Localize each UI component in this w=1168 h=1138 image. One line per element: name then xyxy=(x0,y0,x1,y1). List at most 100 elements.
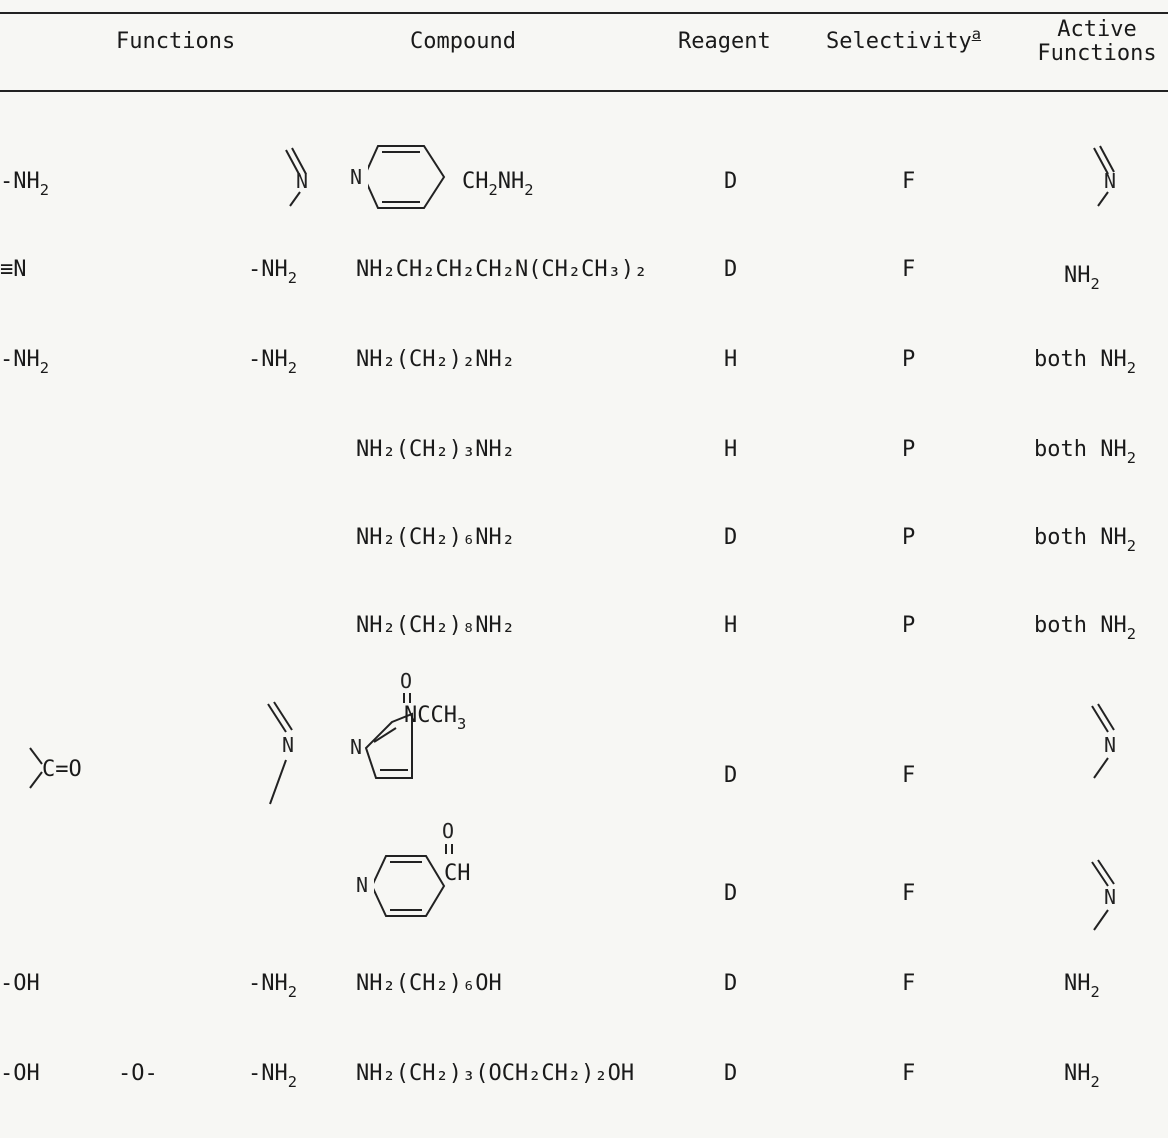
row4-reagent: H xyxy=(724,437,738,462)
row1-active-n: N xyxy=(1104,169,1116,193)
row9-active: NH2 xyxy=(1064,970,1100,1001)
row7-carbonyl-bonds-icon xyxy=(29,747,43,789)
row6-active: both NH2 xyxy=(1034,612,1136,643)
row9-selectivity: F xyxy=(902,971,916,996)
row2-active: NH2 xyxy=(1064,262,1100,293)
row3-func1-sub: 2 xyxy=(39,358,50,377)
row10-func-right-text: -NH xyxy=(248,1061,288,1086)
row2-active-sub: 2 xyxy=(1090,274,1100,293)
row3-active-text: both NH xyxy=(1034,347,1127,372)
row8-reagent: D xyxy=(724,881,738,906)
header-rule xyxy=(0,90,1168,92)
row1-func1-text: -NH xyxy=(0,169,40,194)
row9-func1: -OH xyxy=(0,971,40,996)
row9-active-text: NH xyxy=(1064,971,1091,996)
row7-imine-n: N xyxy=(282,733,294,757)
row8-carbonyl-o: O xyxy=(442,820,454,843)
row6-compound: NH₂(CH₂)₈NH₂ xyxy=(356,613,515,638)
row5-active: both NH2 xyxy=(1034,524,1136,555)
row6-active-text: both NH xyxy=(1034,613,1127,638)
selectivity-footnote-mark: a xyxy=(971,24,981,43)
row5-active-sub: 2 xyxy=(1126,536,1136,555)
row2-compound: NH₂CH₂CH₂CH₂N(CH₂CH₃)₂ xyxy=(356,257,648,282)
row1-func1-sub: 2 xyxy=(39,180,50,199)
header-compound: Compound xyxy=(410,29,516,54)
row2-selectivity: F xyxy=(902,257,916,282)
row10-active-sub: 2 xyxy=(1090,1072,1100,1091)
row7-compound-substituent: NCCH3 xyxy=(404,702,467,733)
row1-ring-n: N xyxy=(350,165,362,189)
row7-carbonyl-o: O xyxy=(400,672,412,693)
row2-func-right: -NH2 xyxy=(248,256,298,287)
row5-reagent: D xyxy=(724,525,738,550)
row6-reagent: H xyxy=(724,613,738,638)
row1-compound-sub2: 2 xyxy=(524,180,534,199)
row3-func-right: -NH2 xyxy=(248,346,298,377)
row8-active-n: N xyxy=(1104,885,1116,909)
row10-reagent: D xyxy=(724,1061,738,1086)
row6-selectivity: P xyxy=(902,613,916,638)
row7-active-imine-icon: N xyxy=(1091,703,1116,779)
row9-func-right: -NH2 xyxy=(248,970,298,1001)
row10-func-right: -NH2 xyxy=(248,1060,297,1090)
row7-compound-sub1: 3 xyxy=(456,714,467,733)
row3-active: both NH2 xyxy=(1034,346,1136,377)
row7-ring-n: N xyxy=(350,735,362,759)
row9-func-right-sub: 2 xyxy=(287,982,298,1001)
row2-func-right-text: -NH xyxy=(248,257,288,282)
row4-compound: NH₂(CH₂)₃NH₂ xyxy=(356,437,515,462)
row1-reagent: D xyxy=(724,169,738,194)
row10-active-text: NH xyxy=(1064,1061,1091,1086)
row9-compound: NH₂(CH₂)₆OH xyxy=(356,971,502,996)
row7-active-n: N xyxy=(1104,733,1116,757)
header-functions: Functions xyxy=(116,29,236,54)
row2-func-right-sub: 2 xyxy=(287,268,298,287)
row7-selectivity: F xyxy=(902,763,916,788)
header-active-line1: Active xyxy=(1057,17,1137,42)
row10-func-mid: -O- xyxy=(118,1061,158,1086)
row6-active-sub: 2 xyxy=(1126,624,1136,643)
row1-selectivity: F xyxy=(902,169,916,194)
row4-active: both NH2 xyxy=(1034,436,1136,466)
row10-func1: -OH xyxy=(0,1061,40,1086)
row10-active: NH2 xyxy=(1064,1060,1100,1091)
top-rule xyxy=(0,12,1168,14)
row1-compound-sub1: 2 xyxy=(488,180,498,199)
row1-imine-symbol-icon: N xyxy=(285,147,308,207)
row3-active-sub: 2 xyxy=(1126,358,1136,377)
row5-active-text: both NH xyxy=(1034,525,1127,550)
row2-func1: ≡N xyxy=(0,257,27,282)
row8-compound-substituent: CH xyxy=(444,861,471,886)
row8-active-imine-icon: N xyxy=(1091,859,1116,931)
header-reagent: Reagent xyxy=(678,29,771,54)
row3-selectivity: P xyxy=(902,347,916,372)
row3-func-right-text: -NH xyxy=(248,347,288,372)
row4-selectivity: P xyxy=(902,437,916,462)
row3-func1: -NH2 xyxy=(0,346,50,377)
row3-compound: NH₂(CH₂)₂NH₂ xyxy=(356,347,515,372)
row9-reagent: D xyxy=(724,971,738,996)
row1-active-imine-icon: N xyxy=(1093,145,1116,207)
row8-selectivity: F xyxy=(902,881,916,906)
header-selectivity-label: Selectivity xyxy=(826,29,972,54)
row2-active-text: NH xyxy=(1064,263,1091,288)
row7-imine-symbol-icon: N xyxy=(267,701,294,805)
header-selectivity: Selectivitya xyxy=(826,26,981,54)
row9-active-sub: 2 xyxy=(1090,982,1100,1001)
row7-compound-text: NCCH xyxy=(404,703,457,728)
row1-compound-text2: NH xyxy=(497,169,525,194)
row10-selectivity: F xyxy=(902,1061,916,1086)
row3-func-right-sub: 2 xyxy=(287,358,298,377)
row5-compound: NH₂(CH₂)₆NH₂ xyxy=(356,525,515,550)
row7-imidazole-ring-icon: O N xyxy=(350,672,413,779)
row10-compound: NH₂(CH₂)₃(OCH₂CH₂)₂OH xyxy=(356,1061,635,1086)
row1-func1: -NH2 xyxy=(0,168,50,199)
row8-ring-n: N xyxy=(356,873,368,897)
row9-func-right-text: -NH xyxy=(248,971,288,996)
row8-pyridine-aldehyde-icon: N O xyxy=(354,820,454,917)
row1-imine-n: N xyxy=(296,169,308,193)
row2-reagent: D xyxy=(724,257,738,282)
row1-compound-text: CH xyxy=(462,169,489,194)
row1-compound-substituent: CH2NH2 xyxy=(462,168,534,199)
